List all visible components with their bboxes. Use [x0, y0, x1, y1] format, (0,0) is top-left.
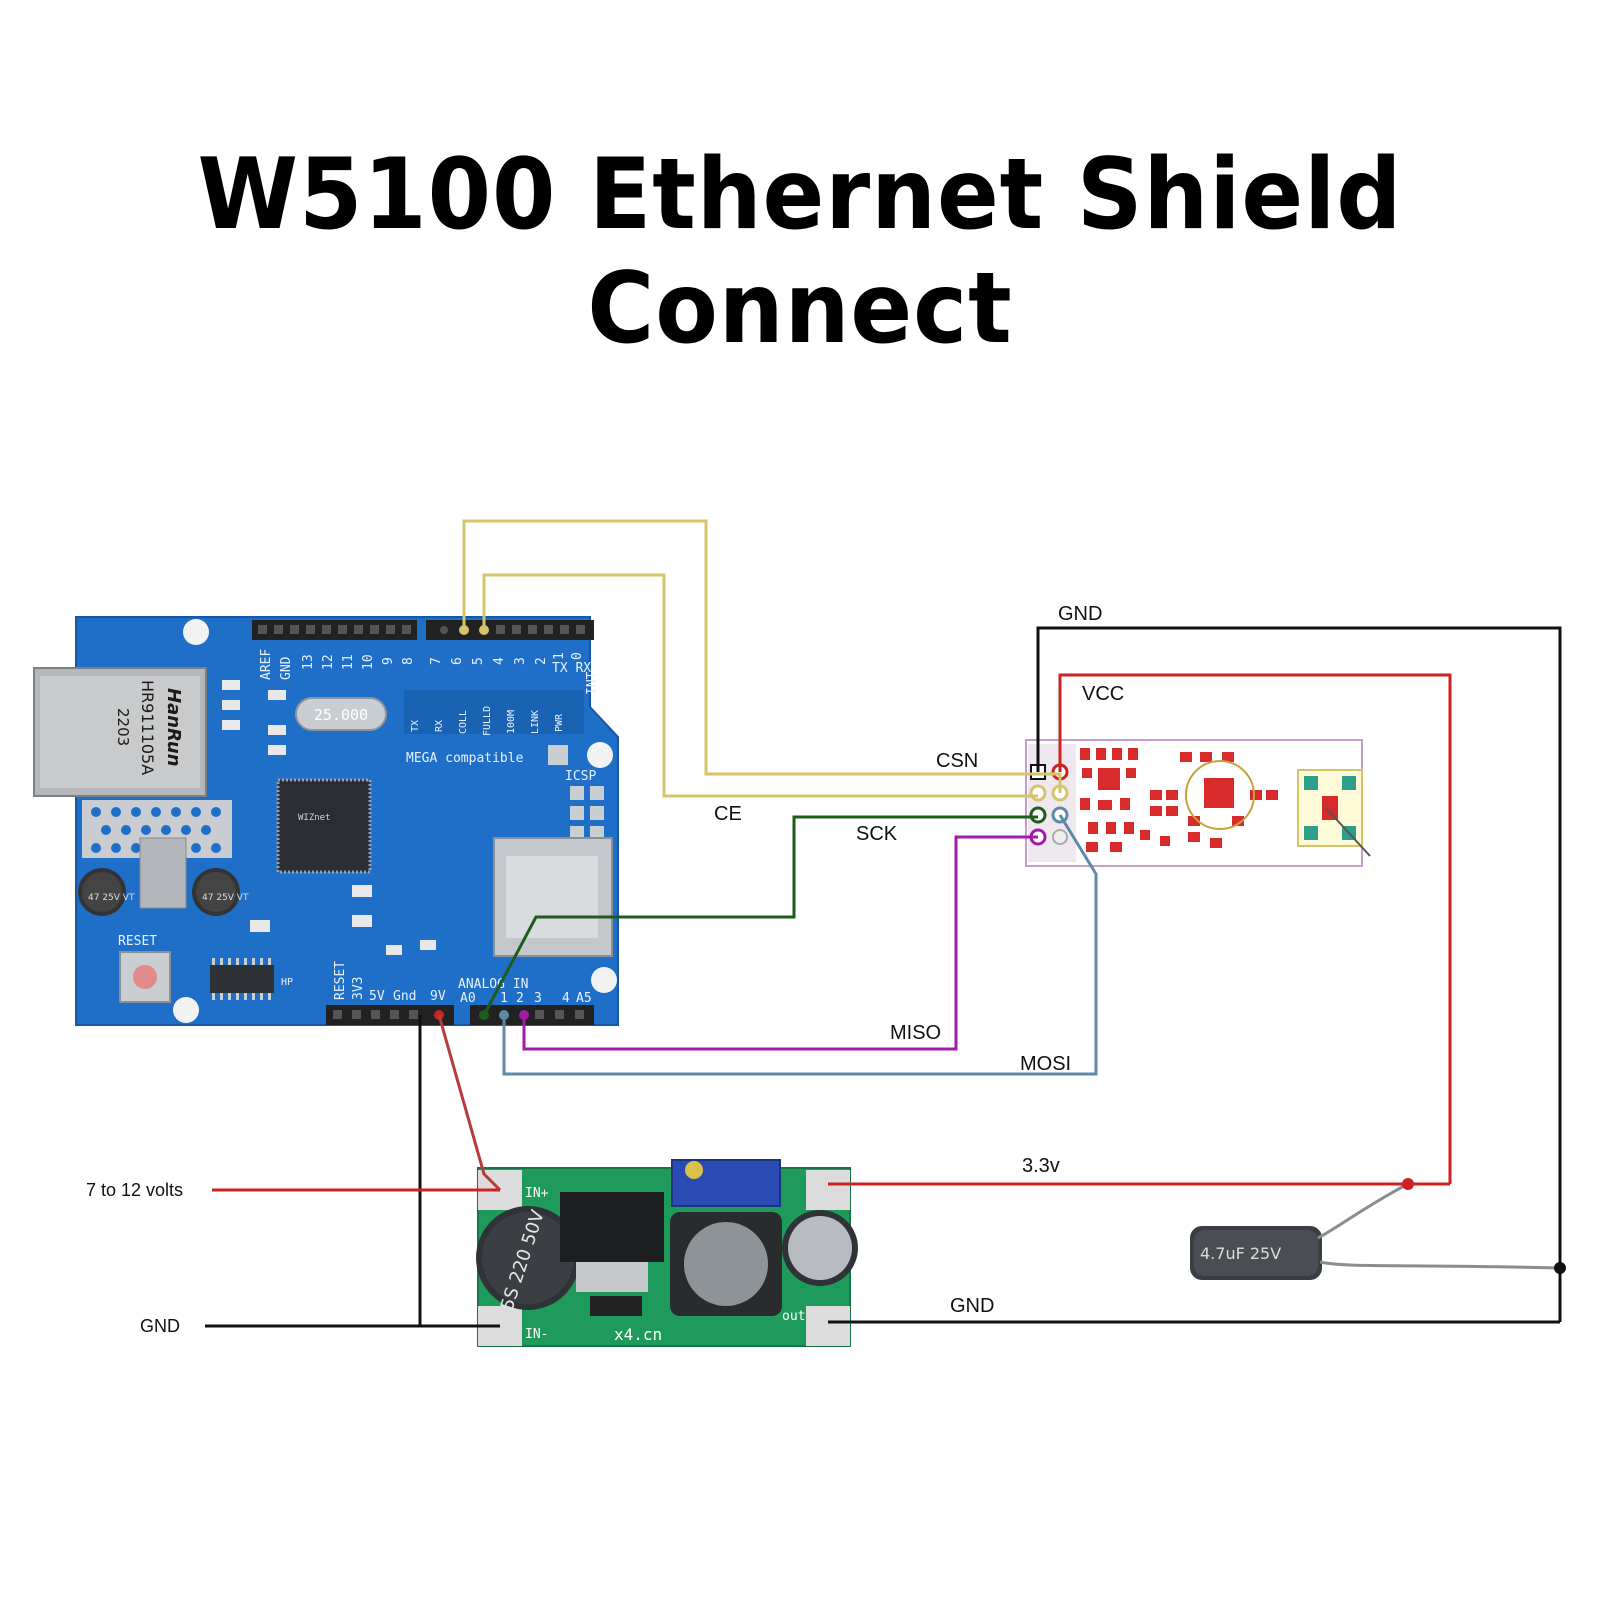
led-label: LINK [530, 710, 541, 734]
label-gnd-top: GND [1058, 603, 1102, 625]
nrf-pin-irq [1052, 829, 1068, 845]
crystal [295, 697, 387, 731]
cap-right-label: 47 25V VT [202, 893, 249, 903]
digital-pin-label: 5 [471, 657, 486, 665]
power-pin-label: Gnd [393, 989, 416, 1004]
silk-in-plus: IN+ [525, 1186, 549, 1201]
analog-pin-label: A0 [460, 991, 476, 1006]
silk-mega-compatible: MEGA compatible [406, 751, 524, 766]
ethernet-shield-board: AREF GND 13 12 11 10 9 8 7 6 5 4 3 2 1 0… [33, 616, 619, 1026]
wire-ce [482, 573, 1038, 798]
digital-pin-label: 4 [492, 657, 507, 665]
silk-hp: HP [281, 977, 293, 988]
rj45-part: HR911105A [138, 680, 157, 775]
power-pin-label: 5V [369, 989, 385, 1004]
silk-reset: RESET [118, 934, 157, 949]
digital-pin-label: 12 [321, 654, 336, 670]
label-input-voltage: 7 to 12 volts [86, 1180, 183, 1200]
label-ce: CE [714, 803, 742, 825]
lm2596-ic [560, 1192, 664, 1262]
led-label: TX [410, 720, 421, 732]
digital-pin-label: 8 [401, 657, 416, 665]
wire-miso [522, 835, 1038, 1051]
shield-capacitor-right: 47 25V VT [192, 868, 249, 916]
digital-pin-label: 3 [513, 657, 528, 665]
junction-3v3 [1402, 1178, 1414, 1190]
junction-gnd [1554, 1262, 1566, 1274]
digital-pin-labels: 13 12 11 10 9 8 7 6 5 4 3 2 1 0 [301, 652, 585, 670]
voltage-regulator [139, 837, 187, 909]
cap-left-label: 47 25V VT [88, 893, 135, 903]
label-sck: SCK [856, 823, 898, 845]
analog-pin-label: 2 [516, 991, 524, 1006]
led-label: RX [434, 720, 445, 732]
w5100-chip [276, 778, 372, 874]
nrf24-module [1025, 739, 1371, 867]
analog-pin-labels: A0 1 2 3 4 A5 [460, 991, 592, 1006]
analog-pin-label: A5 [576, 991, 592, 1006]
led-label: FULLD [482, 706, 493, 736]
power-pin-labels: RESET 3V3 5V Gnd 9V [333, 961, 446, 1004]
digital-pin-label: 11 [341, 654, 356, 670]
capacitor-label: 4.7uF 25V [1200, 1244, 1281, 1263]
label-gnd-bottom: GND [950, 1295, 994, 1317]
shield-capacitor-left: 47 25V VT [78, 868, 135, 916]
power-pin-label: RESET [333, 961, 348, 1000]
power-pin-label: 3V3 [351, 977, 366, 1000]
digital-pin-label: 6 [450, 657, 465, 665]
led-label: 100M [506, 710, 517, 734]
capacitor-4-7uf: 4.7uF 25V [1190, 1184, 1561, 1280]
label-miso: MISO [890, 1022, 941, 1044]
rj45-brand: HanRun [163, 688, 184, 767]
silk-analog-in: ANALOG IN [458, 977, 528, 992]
wire-vin [437, 1014, 502, 1192]
crystal-label: 25.000 [314, 706, 368, 724]
silk-tx-rx: TX RX [552, 661, 591, 676]
power-pin-label: 9V [430, 989, 446, 1004]
silk-gnd: GND [279, 656, 294, 680]
analog-pin-label: 3 [534, 991, 542, 1006]
w5100-chip-mark: WIZnet [298, 813, 331, 823]
label-csn: CSN [936, 750, 978, 772]
silk-site: x4.cn [614, 1325, 662, 1344]
wire-vcc [1058, 673, 1452, 1184]
rj45-code: 2203 [114, 708, 132, 746]
status-led-labels: TX RX COLL FULLD 100M LINK PWR [404, 690, 584, 736]
buck-converter: IN+ IN- out x4.cn 5S 220 50V [476, 1159, 858, 1347]
silk-in-minus: IN- [525, 1327, 548, 1342]
reset-button-cap[interactable] [133, 965, 157, 989]
digital-pin-label: 1 [552, 652, 567, 660]
label-mosi: MOSI [1020, 1053, 1071, 1075]
label-3v3: 3.3v [1022, 1155, 1060, 1177]
label-gnd-left: GND [140, 1316, 180, 1336]
digital-pin-label: 0 [570, 652, 585, 660]
nrf-pin-ce [1029, 784, 1047, 802]
rj45-jack: HanRun HR911105A 2203 [33, 667, 207, 797]
potentiometer-screw[interactable] [685, 1161, 703, 1179]
small-ic [210, 965, 274, 993]
nrf-pin-sck [1029, 806, 1047, 824]
digital-pin-label: 9 [381, 657, 396, 665]
digital-pin-label: 13 [301, 654, 316, 670]
wire-mosi [502, 814, 1098, 1076]
silk-icsp: ICSP [565, 769, 596, 784]
digital-pin-label: 7 [429, 657, 444, 665]
analog-pin-label: 1 [500, 991, 508, 1006]
digital-pin-label: 2 [534, 657, 549, 665]
analog-pin-label: 4 [562, 991, 570, 1006]
silk-out: out [782, 1309, 805, 1324]
led-label: COLL [458, 710, 469, 734]
label-vcc: VCC [1082, 683, 1124, 705]
digital-pin-label: 10 [361, 654, 376, 670]
wire-sck [482, 815, 1038, 1016]
pad-out-minus [806, 1306, 850, 1346]
silk-int: INT [585, 671, 600, 695]
led-label: PWR [554, 713, 565, 732]
wire-csn [462, 519, 1062, 793]
pad-out-plus [806, 1170, 850, 1210]
silk-aref: AREF [259, 649, 274, 680]
page-title: W5100 Ethernet Shield Connect [197, 138, 1403, 366]
wire-gnd-module [1036, 626, 1562, 1322]
